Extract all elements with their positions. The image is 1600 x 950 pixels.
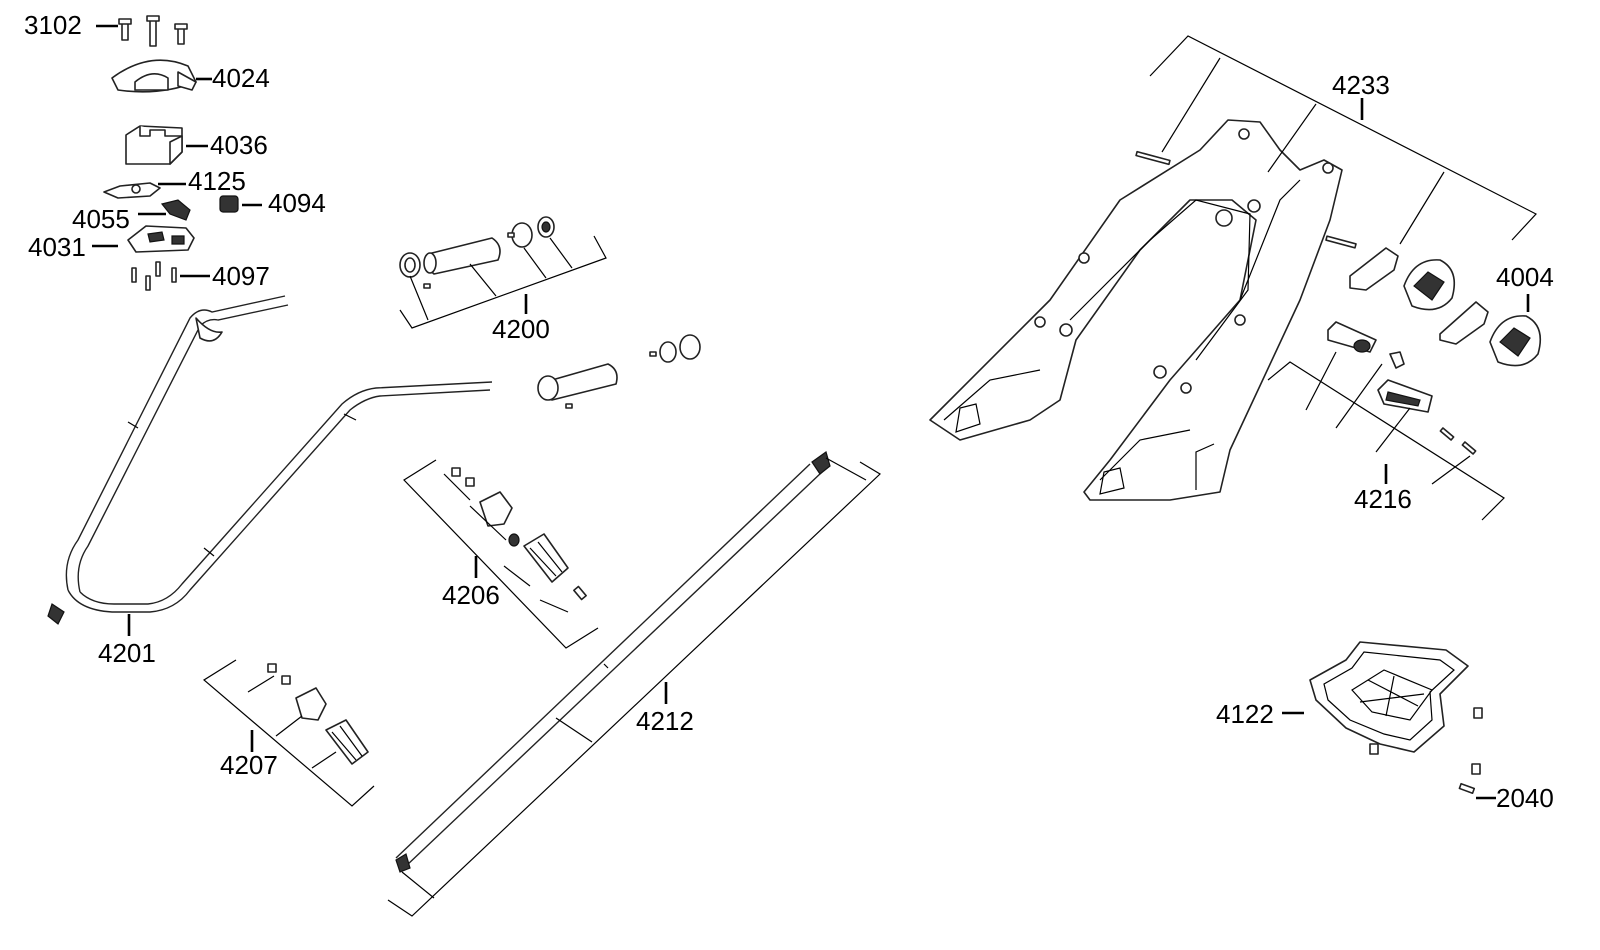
handle-bar-4201 bbox=[47, 295, 493, 625]
callout-4094: 4094 bbox=[268, 188, 326, 218]
connector-4206 bbox=[451, 467, 587, 601]
callout-4031: 4031 bbox=[28, 232, 86, 262]
callout-4004: 4004 bbox=[1496, 262, 1554, 292]
lever-4125 bbox=[103, 182, 161, 199]
callout-4125: 4125 bbox=[188, 166, 246, 196]
connector-4207 bbox=[267, 663, 369, 765]
knob-set-4004 bbox=[1349, 247, 1542, 367]
clamp-cap-4024 bbox=[111, 59, 197, 93]
screw-set-4097 bbox=[131, 261, 177, 291]
callout-4024: 4024 bbox=[212, 63, 270, 93]
callout-4201: 4201 bbox=[98, 638, 156, 668]
latch-4055 bbox=[160, 199, 191, 221]
frame-4233 bbox=[929, 119, 1357, 501]
tray-4122 bbox=[1309, 641, 1483, 775]
callout-4055: 4055 bbox=[72, 204, 130, 234]
grip-assembly-4200 bbox=[399, 216, 701, 409]
callout-4233: 4233 bbox=[1332, 70, 1390, 100]
callout-4216: 4216 bbox=[1354, 484, 1412, 514]
knob-4094 bbox=[219, 195, 239, 213]
long-rod-4212 bbox=[395, 451, 831, 873]
callout-4207: 4207 bbox=[220, 750, 278, 780]
screw-set-3102 bbox=[118, 15, 188, 47]
callout-4206: 4206 bbox=[442, 580, 500, 610]
callout-4097: 4097 bbox=[212, 261, 270, 291]
callout-4200: 4200 bbox=[492, 314, 550, 344]
latch-assembly-4216 bbox=[1327, 321, 1477, 455]
base-4031 bbox=[127, 225, 195, 253]
callout-4122: 4122 bbox=[1216, 699, 1274, 729]
callout-2040: 2040 bbox=[1496, 783, 1554, 813]
callout-4036: 4036 bbox=[210, 130, 268, 160]
screw-2040 bbox=[1458, 782, 1476, 795]
mount-block-4036 bbox=[125, 125, 183, 165]
callout-4212: 4212 bbox=[636, 706, 694, 736]
callout-3102: 3102 bbox=[24, 10, 82, 40]
